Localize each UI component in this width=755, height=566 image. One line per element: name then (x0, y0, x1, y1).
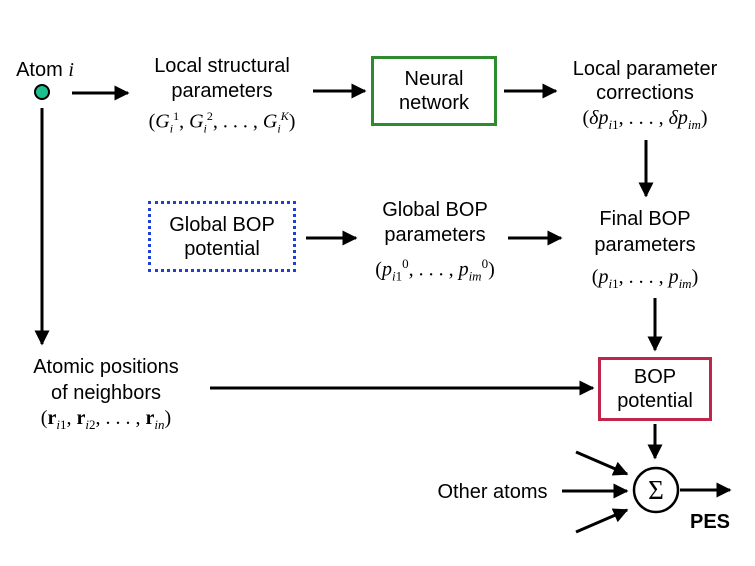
neural-line1: Neural (404, 68, 464, 90)
local-params-line1: Local structural (154, 55, 290, 77)
other-atoms-label: Other atoms (437, 481, 548, 503)
sum-symbol: Σ (648, 475, 664, 505)
global-params-line1: Global BOP (382, 199, 488, 221)
arrow-lower-atom-to-sum (575, 508, 629, 534)
corrections-line1: Local parameter (572, 58, 718, 80)
bop-potential-box: BOP potential (598, 357, 712, 421)
atom-index: i (68, 59, 74, 81)
global-params-line2: parameters (384, 224, 486, 246)
local-params-formula: (Gi1, Gi2, . . . , GiK) (148, 109, 296, 136)
arrow-upper-atom-to-sum (575, 450, 629, 476)
final-params-line2: parameters (594, 234, 696, 256)
atom-dot (34, 84, 50, 100)
positions-formula: (ri1, ri2, . . . , rin) (40, 407, 172, 432)
global-pot-line2: potential (184, 237, 260, 260)
final-params-formula: (pi1, . . . , pim) (591, 266, 699, 291)
pes-label: PES (689, 511, 731, 533)
corrections-line2: corrections (596, 82, 694, 104)
corrections-formula: (δpi1, . . . , δpim) (582, 107, 708, 132)
neural-line2: network (398, 92, 470, 114)
global-bop-potential-box: Global BOP potential (148, 201, 296, 272)
final-params-line1: Final BOP (599, 208, 691, 230)
atom-label: Atom i (0, 58, 90, 82)
neural-network-box: Neural network (371, 56, 497, 126)
bop-pot-line1: BOP (633, 366, 677, 388)
global-params-formula: (pi10, . . . , pim0) (375, 256, 495, 284)
local-params-line2: parameters (171, 80, 273, 102)
atom-label-text: Atom (16, 59, 63, 81)
global-pot-line1: Global BOP (169, 213, 275, 236)
sum-node (632, 466, 680, 514)
bop-pot-line2: potential (617, 390, 693, 412)
positions-line2: of neighbors (50, 382, 162, 404)
positions-line1: Atomic positions (33, 356, 179, 378)
